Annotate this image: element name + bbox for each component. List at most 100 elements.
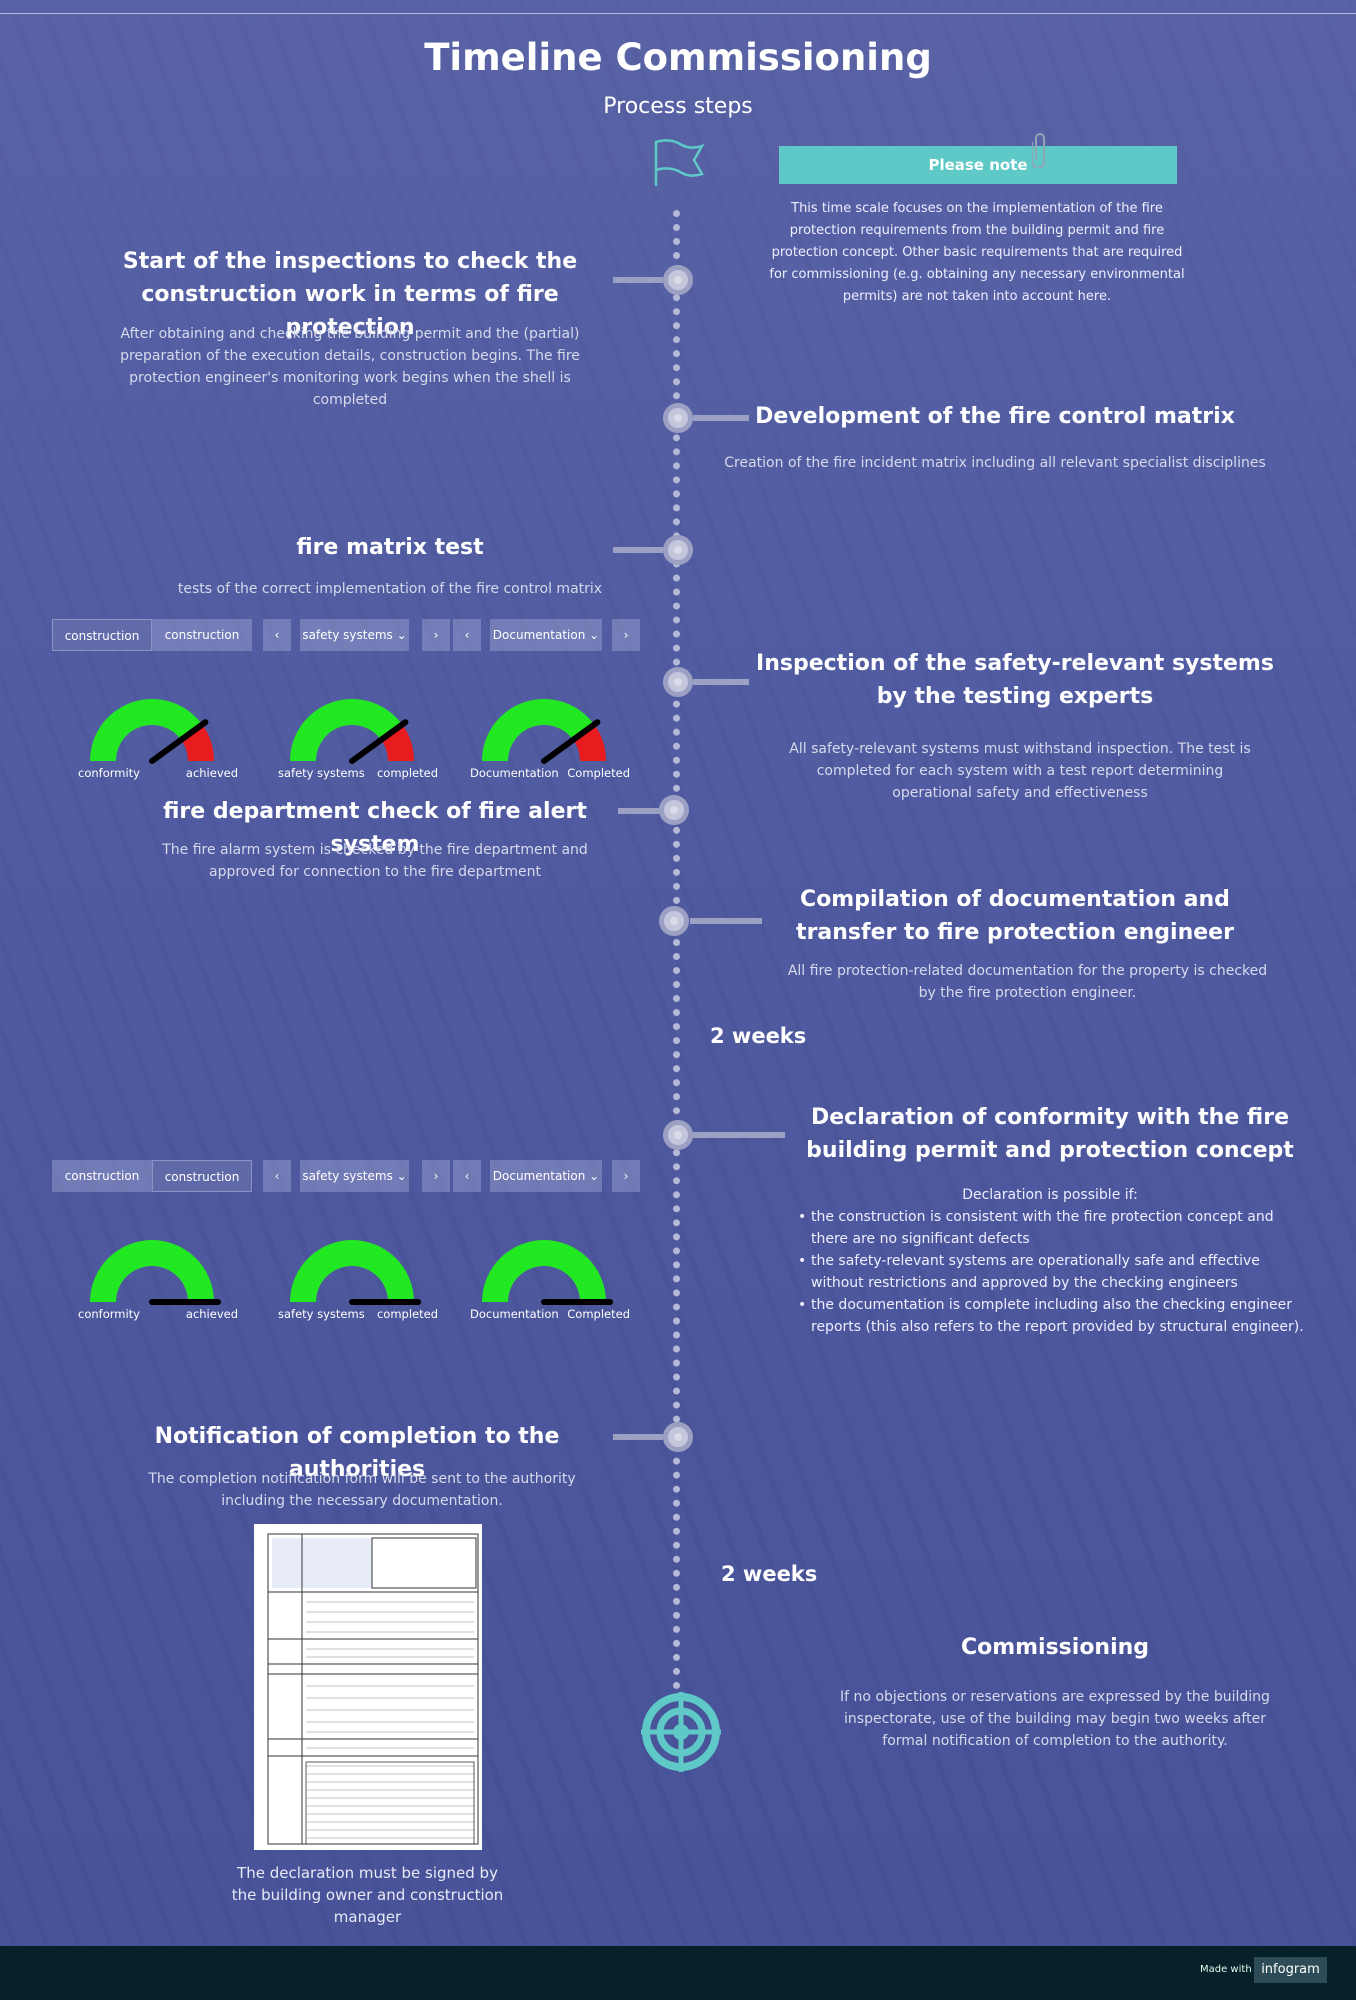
gauge-chart bbox=[290, 1240, 421, 1305]
made-with-label: Made with bbox=[1200, 1964, 1252, 1975]
gauge-achieved-arc bbox=[90, 1240, 214, 1302]
gauge-label-right: completed bbox=[376, 766, 438, 780]
timeline-node bbox=[663, 1120, 693, 1150]
tab-construction[interactable]: construction bbox=[52, 1160, 152, 1192]
gauge-chart bbox=[482, 699, 606, 764]
category-dropdown[interactable]: safety systems ⌄ bbox=[300, 619, 409, 651]
completion-form-image bbox=[254, 1524, 482, 1850]
infogram-logo-link[interactable]: infogram bbox=[1254, 1957, 1327, 1983]
gauge-label-right: completed bbox=[376, 1307, 438, 1321]
timeline-node bbox=[663, 265, 693, 295]
gauge-remaining-arc bbox=[381, 724, 414, 761]
timeline-node bbox=[663, 535, 693, 565]
timeline-node bbox=[659, 795, 689, 825]
step-title: fire matrix test bbox=[296, 535, 484, 560]
duration-label: 2 weeks bbox=[710, 1024, 807, 1048]
gauge-label-left: Documentation bbox=[470, 1307, 559, 1321]
category-dropdown[interactable]: safety systems ⌄ bbox=[300, 1160, 409, 1192]
gauge-remaining-arc bbox=[573, 724, 606, 761]
please-note-text: This time scale focuses on the implement… bbox=[769, 201, 1185, 304]
gauge-needle bbox=[541, 719, 601, 764]
gauge-achieved-arc bbox=[90, 699, 203, 761]
timeline-connector bbox=[613, 1434, 663, 1440]
step-description: All safety-relevant systems must withsta… bbox=[789, 741, 1251, 801]
category-dropdown[interactable]: Documentation ⌄ bbox=[490, 619, 602, 651]
next-button[interactable]: › bbox=[612, 1160, 640, 1192]
step-title: Development of the fire control matrix bbox=[755, 404, 1235, 429]
target-icon bbox=[641, 1692, 721, 1772]
gauge-chart bbox=[482, 1240, 613, 1305]
gauge-needle bbox=[349, 719, 409, 764]
step-description: If no objections or reservations are exp… bbox=[840, 1689, 1270, 1749]
gauge-label-left: safety systems bbox=[278, 766, 365, 780]
previous-button[interactable]: ‹ bbox=[263, 1160, 291, 1192]
gauge-chart bbox=[90, 1240, 221, 1305]
dropdown-value: safety systems bbox=[302, 628, 393, 642]
previous-button[interactable]: ‹ bbox=[263, 619, 291, 651]
timeline-node bbox=[659, 906, 689, 936]
step-title: fire department check of fire alert syst… bbox=[163, 799, 587, 857]
next-button[interactable]: › bbox=[422, 619, 450, 651]
step-title: Declaration of conformity with the fire … bbox=[806, 1105, 1294, 1163]
timeline-connector bbox=[613, 547, 663, 553]
step-description: tests of the correct implementation of t… bbox=[177, 581, 603, 597]
page-title: Timeline Commissioning bbox=[424, 36, 932, 79]
gauge-label-right: Completed bbox=[567, 1307, 630, 1321]
condition-item: • the documentation is complete includin… bbox=[798, 1297, 1304, 1335]
paperclip-icon bbox=[1032, 133, 1045, 168]
tab-construction[interactable]: construction bbox=[52, 619, 152, 651]
step-title: Notification of completion to the author… bbox=[154, 1424, 560, 1482]
form-illustration bbox=[267, 1533, 479, 1845]
dropdown-value: Documentation bbox=[492, 1169, 586, 1183]
gauge-label-left: conformity bbox=[78, 766, 140, 780]
condition-item: •the construction is consistent with the… bbox=[798, 1209, 1274, 1247]
previous-button[interactable]: ‹ bbox=[453, 1160, 481, 1192]
timeline-connector bbox=[690, 918, 762, 924]
timeline-connector bbox=[613, 277, 663, 283]
tab-construction[interactable]: construction bbox=[152, 619, 252, 651]
gauge-label-right: Completed bbox=[567, 766, 630, 780]
next-button[interactable]: › bbox=[612, 619, 640, 651]
timeline-connector bbox=[693, 415, 749, 421]
gauge-label-left: safety systems bbox=[278, 1307, 365, 1321]
step-title: Commissioning bbox=[960, 1635, 1150, 1660]
chevron-down-icon: ⌄ bbox=[585, 628, 600, 642]
gauge-chart bbox=[90, 699, 214, 764]
chevron-down-icon: ⌄ bbox=[585, 1169, 600, 1183]
top-divider bbox=[0, 13, 1356, 14]
gauge-chart bbox=[290, 699, 414, 764]
dropdown-value: safety systems bbox=[302, 1169, 393, 1183]
chevron-down-icon: ⌄ bbox=[392, 628, 407, 642]
category-dropdown[interactable]: Documentation ⌄ bbox=[490, 1160, 602, 1192]
please-note-banner: Please note bbox=[779, 146, 1177, 184]
step-description: All fire protection-related documentatio… bbox=[787, 963, 1268, 1001]
form-caption: The declaration must be signed by the bu… bbox=[231, 1864, 504, 1926]
timeline-connector bbox=[618, 808, 660, 814]
step-description: After obtaining and checking the buildin… bbox=[120, 326, 580, 408]
condition-item: •the safety-relevant systems are operati… bbox=[798, 1253, 1260, 1291]
previous-button[interactable]: ‹ bbox=[453, 619, 481, 651]
gauge-remaining-arc bbox=[181, 724, 214, 761]
timeline-node bbox=[663, 1422, 693, 1452]
gauge-label-left: Documentation bbox=[470, 766, 559, 780]
gauge-achieved-arc bbox=[290, 699, 403, 761]
timeline-node bbox=[663, 667, 693, 697]
next-button[interactable]: › bbox=[422, 1160, 450, 1192]
step-title: Start of the inspections to check the co… bbox=[122, 249, 578, 340]
gauge-label-left: conformity bbox=[78, 1307, 140, 1321]
step-title: Inspection of the safety-relevant system… bbox=[756, 651, 1274, 709]
step-description: Creation of the fire incident matrix inc… bbox=[724, 455, 1266, 471]
footer-bar bbox=[0, 1946, 1356, 2000]
duration-label: 2 weeks bbox=[721, 1562, 818, 1586]
step-description: Declaration is possible if: bbox=[962, 1187, 1138, 1203]
gauge-achieved-arc bbox=[482, 699, 595, 761]
tab-construction[interactable]: construction bbox=[152, 1160, 252, 1192]
dropdown-value: Documentation bbox=[492, 628, 586, 642]
timeline-connector bbox=[693, 1132, 785, 1138]
flag-icon bbox=[654, 139, 705, 186]
chevron-down-icon: ⌄ bbox=[392, 1169, 407, 1183]
step-description: The fire alarm system is checked by the … bbox=[162, 842, 588, 880]
